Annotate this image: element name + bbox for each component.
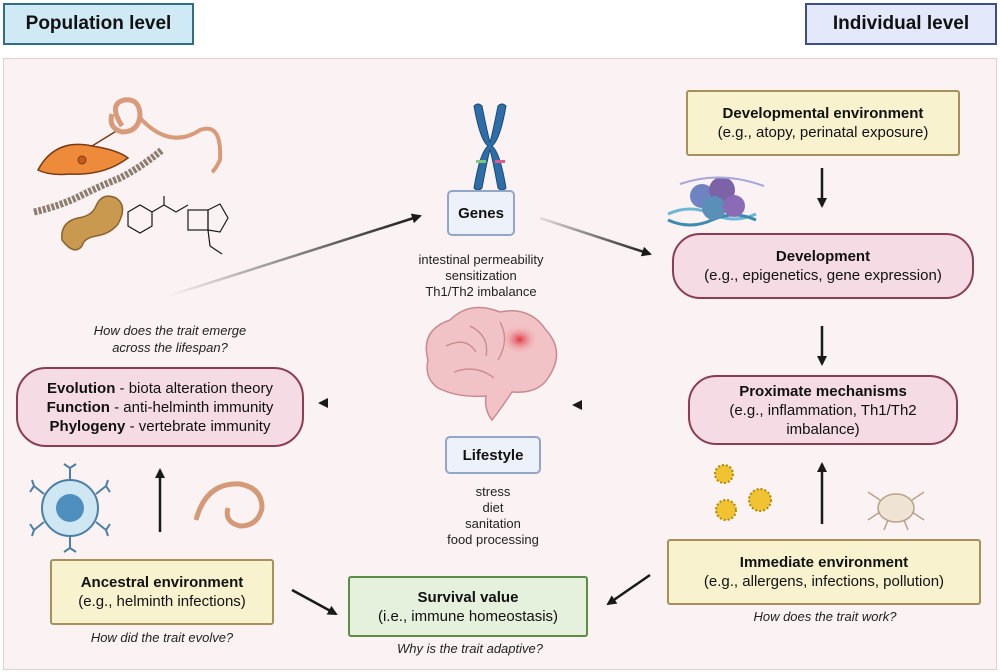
function-text: - anti-helminth immunity	[109, 398, 274, 416]
worm-icon	[193, 481, 265, 529]
lifestyle-note-4: food processing	[447, 532, 539, 547]
genes-note-3: Th1/Th2 imbalance	[425, 284, 537, 299]
lifestyle-note-2: diet	[482, 500, 504, 515]
immediate-environment-title: Immediate environment	[739, 554, 909, 571]
survival-value-subtitle: (i.e., immune homeostasis)	[377, 607, 559, 625]
brain-icon	[425, 306, 558, 422]
lifestyle-notes: stress diet sanitation food processing	[420, 484, 566, 548]
survival-value-node: Survival value (i.e., immune homeostasis…	[348, 576, 588, 637]
genes-note-1: intestinal permeability	[418, 252, 544, 267]
evolution-row: Evolution - biota alteration theory	[47, 379, 273, 398]
question-lifespan-line-1: How does the trait emerge	[93, 323, 247, 338]
question-work: How does the trait work?	[753, 609, 897, 624]
development-subtitle: (e.g., epigenetics, gene expression)	[704, 267, 942, 284]
ancestral-environment-node: Ancestral environment (e.g., helminth in…	[50, 559, 274, 625]
question-lifespan-line-2: across the lifespan?	[112, 340, 228, 355]
arrow-ancestral-to-survival	[291, 588, 338, 616]
penicillin-molecule-icon	[127, 196, 229, 255]
dust-mite-icon	[867, 491, 925, 531]
immediate-environment-node: Immediate environment (e.g., allergens, …	[667, 539, 981, 605]
lifestyle-note-3: sanitation	[465, 516, 521, 531]
genes-title: Genes	[458, 204, 504, 222]
evolution-function-phylogeny-node: Evolution - biota alteration theory Func…	[16, 367, 304, 447]
function-row: Function - anti-helminth immunity	[47, 398, 274, 417]
population-level-header: Population level	[3, 3, 194, 45]
phylogeny-text: - vertebrate immunity	[125, 417, 271, 435]
peanut-icon	[61, 195, 124, 251]
arrow-genes-to-development	[539, 216, 652, 257]
survival-value-title: Survival value	[417, 588, 519, 606]
evolution-text: - biota alteration theory	[115, 379, 273, 397]
phylogeny-row: Phylogeny - vertebrate immunity	[50, 417, 271, 436]
proximate-mechanisms-subtitle-1: (e.g., inflammation, Th1/Th2	[729, 401, 917, 419]
lifestyle-note-1: stress	[475, 484, 511, 499]
evolution-label: Evolution	[47, 379, 116, 397]
proximate-mechanisms-node: Proximate mechanisms (e.g., inflammation…	[688, 375, 958, 445]
question-lifespan: How does the trait emerge across the lif…	[60, 322, 280, 356]
proximate-mechanisms-subtitle-2: imbalance)	[786, 420, 860, 438]
genes-node: Genes	[447, 190, 515, 236]
lifestyle-node: Lifestyle	[445, 436, 541, 474]
development-node: Development (e.g., epigenetics, gene exp…	[672, 233, 974, 299]
question-adaptive: Why is the trait adaptive?	[397, 641, 543, 656]
arrow-immediate-to-survival	[606, 573, 651, 606]
ancestral-environment-subtitle: (e.g., helminth infections)	[78, 593, 246, 610]
phylogeny-label: Phylogeny	[49, 417, 126, 435]
chromosome-icon	[473, 103, 507, 191]
parasites-icon	[33, 97, 223, 216]
genes-notes: intestinal permeability sensitization Th…	[395, 252, 567, 300]
question-evolve: How did the trait evolve?	[90, 630, 234, 645]
function-label: Function	[46, 398, 110, 416]
arrow-lifespan-to-genes	[167, 213, 422, 298]
immediate-environment-subtitle: (e.g., allergens, infections, pollution)	[703, 573, 945, 590]
developmental-environment-node: Developmental environment (e.g., atopy, …	[686, 90, 960, 156]
dna-nucleosome-icon	[667, 176, 765, 227]
developmental-environment-subtitle: (e.g., atopy, perinatal exposure)	[717, 124, 929, 141]
development-title: Development	[775, 248, 871, 265]
proximate-mechanisms-title: Proximate mechanisms	[739, 382, 907, 400]
immune-cell-icon	[29, 463, 111, 553]
ancestral-environment-title: Ancestral environment	[80, 574, 244, 591]
lifestyle-title: Lifestyle	[462, 446, 524, 464]
developmental-environment-title: Developmental environment	[722, 105, 924, 122]
pollen-icon	[714, 464, 772, 521]
individual-level-header: Individual level	[805, 3, 997, 45]
genes-note-2: sensitization	[445, 268, 517, 283]
